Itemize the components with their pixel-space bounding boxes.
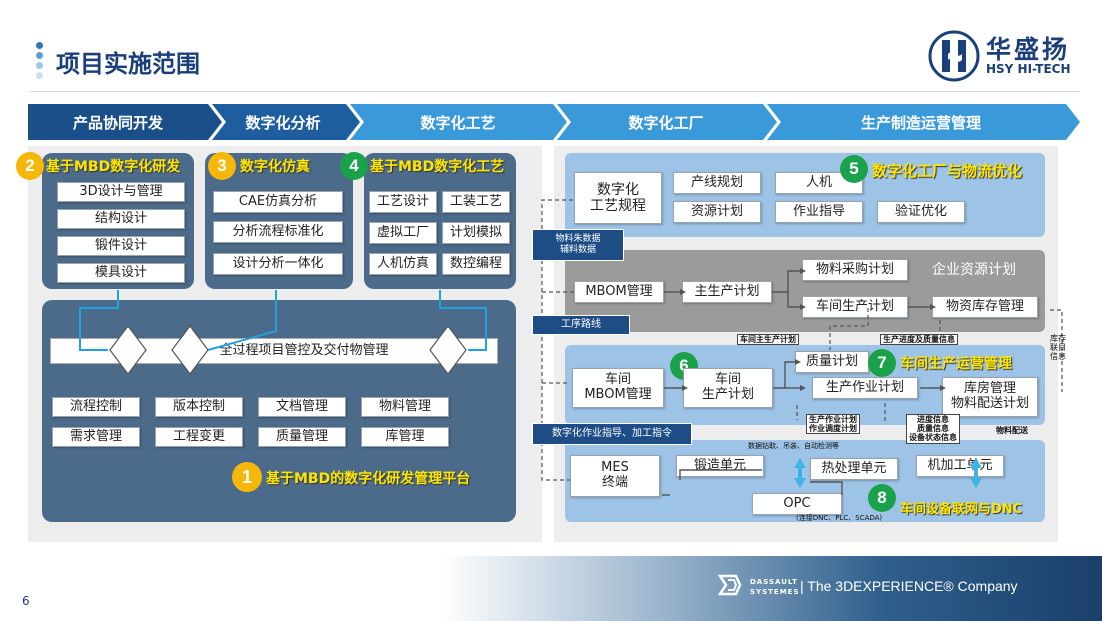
platform-title: 基于MBD的数字化研发管理平台 xyxy=(266,471,471,487)
sec3-title: 数字化仿真 xyxy=(240,159,310,175)
sec5-number: 5 xyxy=(840,155,868,183)
erp-item: 物料采购计划 xyxy=(802,259,908,281)
sec2-item: 模具设计 xyxy=(57,263,185,283)
tag-inventory-info: 库存 联目 信息 xyxy=(1050,334,1066,362)
erp-item: MBOM管理 xyxy=(574,281,664,303)
company-logo xyxy=(928,30,980,82)
header-rule xyxy=(30,91,1080,92)
sec8-item: 热处理单元 xyxy=(810,458,898,480)
dassault-logo-icon xyxy=(716,572,746,598)
phase-1: 产品协同开发 xyxy=(72,113,163,132)
sec8-item: MES 终端 xyxy=(570,455,660,497)
logo-en: HSY HI-TECH xyxy=(986,62,1071,76)
erp-title: 企业资源计划 xyxy=(932,262,1016,278)
platform-connectors xyxy=(79,290,487,375)
footer-band xyxy=(0,556,1102,621)
sec7-item: 质量计划 xyxy=(795,351,869,373)
header-dots xyxy=(36,42,44,79)
sec5-title: 数字化工厂与物流优化 xyxy=(872,162,1023,180)
tag-guide: 数字化作业指导、加工指令 xyxy=(532,423,692,445)
sec7-title: 车间生产运营管理 xyxy=(900,356,1012,372)
sec2-item: 结构设计 xyxy=(57,209,185,229)
platform-item: 物料管理 xyxy=(361,397,449,417)
sec5-item: 产线规划 xyxy=(673,172,761,194)
tag-master-plan: 车间主生产计划 xyxy=(737,334,799,346)
sec4-item: 计划模拟 xyxy=(442,222,510,244)
phase-bar: 产品协同开发 数字化分析 数字化工艺 数字化工厂 生产制造运营管理 xyxy=(28,104,1080,140)
brand-small-1: DASSAULT xyxy=(750,578,798,586)
sec4-number: 4 xyxy=(340,152,368,180)
sec4-item: 虚拟工厂 xyxy=(369,222,437,244)
phase-2: 数字化分析 xyxy=(245,113,321,132)
brand-tagline: | The 3DEXPERIENCE® Company xyxy=(800,578,1018,594)
phase-3: 数字化工艺 xyxy=(420,113,496,132)
sec5-main: 数字化 工艺规程 xyxy=(574,172,662,224)
sec8-number: 8 xyxy=(868,484,896,512)
erp-item: 主生产计划 xyxy=(682,281,772,303)
platform-item: 文档管理 xyxy=(258,397,346,417)
sec5-item: 验证优化 xyxy=(877,201,965,223)
page-number: 6 xyxy=(22,594,30,608)
sec4-item: 数控编程 xyxy=(442,253,510,275)
sec8-title: 车间设备联网与DNC xyxy=(900,502,1023,517)
phase-5: 生产制造运营管理 xyxy=(860,113,981,132)
sec3-item: 分析流程标准化 xyxy=(213,221,343,243)
right-connectors xyxy=(541,199,1063,496)
sec4-item: 工艺设计 xyxy=(369,191,437,213)
sec5-item: 人机 xyxy=(775,172,863,194)
sec7-number: 7 xyxy=(868,349,896,377)
tag-delivery: 物料配送 xyxy=(996,426,1028,435)
page-title: 项目实施范围 xyxy=(56,50,200,78)
platform-number: 1 xyxy=(232,462,262,492)
sec3-item: 设计分析一体化 xyxy=(213,253,343,275)
platform-bar-label: 全过程项目管控及交付物管理 xyxy=(219,342,389,358)
platform-item: 质量管理 xyxy=(258,427,346,447)
platform-item: 工程变更 xyxy=(155,427,243,447)
tag-prog-info: 进度信息 质量信息 设备状态信息 xyxy=(906,414,960,444)
tag-progress: 生产进度及质量信息 xyxy=(880,334,958,346)
phase-4: 数字化工厂 xyxy=(628,113,704,132)
sec3-number: 3 xyxy=(208,152,236,180)
brand-small-2: SYSTEMES xyxy=(750,588,800,596)
sec8-item: 锻造单元 xyxy=(676,455,764,477)
sec2-title: 基于MBD数字化研发 xyxy=(46,159,181,175)
platform-item: 库管理 xyxy=(361,427,449,447)
sec5-item: 作业指导 xyxy=(775,201,863,223)
sec2-item: 3D设计与管理 xyxy=(57,182,185,202)
platform-item: 需求管理 xyxy=(52,427,140,447)
sec4-title: 基于MBD数字化工艺 xyxy=(370,159,505,175)
sec7-item: 生产作业计划 xyxy=(812,377,918,399)
sec8-item: OPC xyxy=(752,493,842,515)
tag-job-plan: 生产作业计划 作业调度计划 xyxy=(806,414,860,435)
sec4-item: 工装工艺 xyxy=(442,191,510,213)
sec3-item: CAE仿真分析 xyxy=(213,191,343,213)
sec7-item: 库房管理 物料配送计划 xyxy=(942,377,1038,417)
tag-route: 工序路线 xyxy=(532,315,630,335)
tag-data-collect: 数据钻取、吊装、自动检测等 xyxy=(748,442,839,450)
platform-item: 流程控制 xyxy=(52,397,140,417)
opc-note: (连接DNC、PLC、SCADA) xyxy=(796,514,883,522)
sec2-number: 2 xyxy=(16,152,44,180)
erp-item: 车间生产计划 xyxy=(802,296,908,318)
tag-material: 物料朱数据 辅料数据 xyxy=(532,229,624,261)
sec5-item: 资源计划 xyxy=(673,201,761,223)
sec4-item: 人机仿真 xyxy=(369,253,437,275)
platform-item: 版本控制 xyxy=(155,397,243,417)
logo-cn: 华盛扬 xyxy=(986,35,1071,64)
sec2-item: 锻件设计 xyxy=(57,236,185,256)
sec7-item: 车间 MBOM管理 xyxy=(572,368,664,408)
